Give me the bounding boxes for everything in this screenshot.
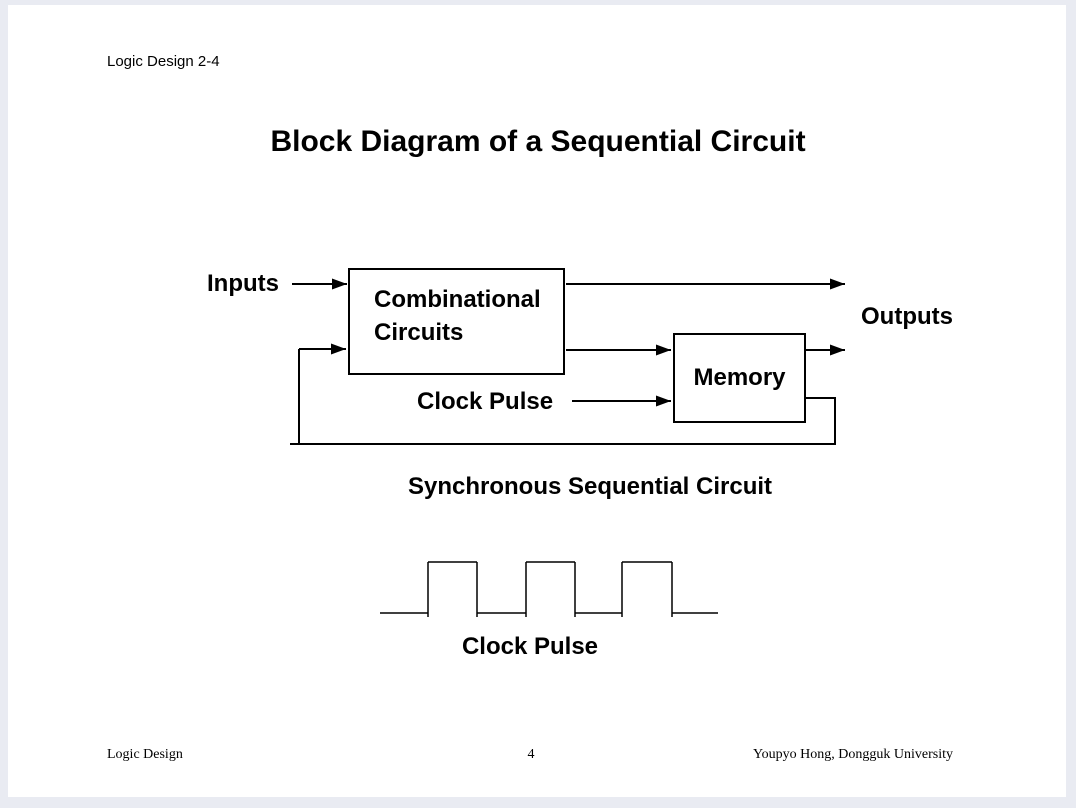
inputs-label: Inputs [207,270,279,297]
footer-author: Youpyo Hong, Dongguk University [752,747,953,762]
footer-course-name: Logic Design [107,747,183,762]
footer-page-number: 4 [527,747,535,762]
clock-pulse-label: Clock Pulse [417,388,554,415]
slide-header: Logic Design 2-4 [107,53,220,70]
memory-block-label: Memory [693,364,786,391]
slide-title: Block Diagram of a Sequential Circuit [270,125,806,158]
combinational-circuits-block: Combinational Circuits [348,268,565,375]
synchronous-sequential-circuit-caption: Synchronous Sequential Circuit [407,473,773,500]
outputs-label: Outputs [861,303,953,330]
clock-pulse-waveform-caption: Clock Pulse [461,633,599,660]
memory-block: Memory [673,333,806,423]
